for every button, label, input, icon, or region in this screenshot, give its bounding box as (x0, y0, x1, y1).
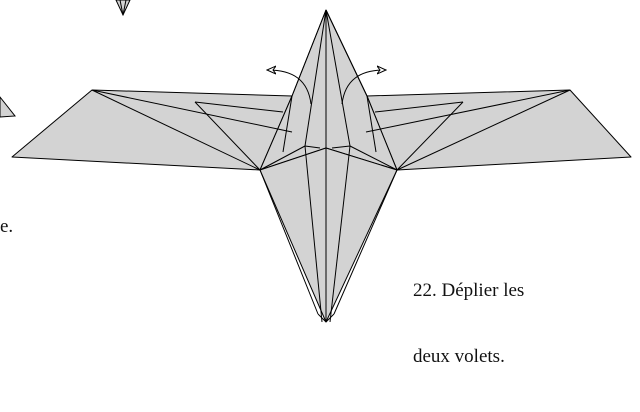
origami-diagram (0, 0, 640, 325)
step-caption: 22. Déplier les deux volets. (413, 236, 524, 412)
diagram-stage: e. 22. Déplier les deux volets. (0, 0, 640, 325)
head-point (260, 10, 397, 170)
right-wing (367, 90, 631, 170)
step-caption-line-2: deux volets. (413, 346, 524, 368)
step-caption-line-1: 22. Déplier les (413, 280, 524, 302)
origami-bird (12, 10, 631, 322)
previous-step-fragment-left (0, 97, 15, 117)
left-wing (12, 90, 292, 170)
edge-caption-fragment: e. (0, 216, 13, 238)
previous-step-fragment-top (116, 0, 130, 15)
tail-point (260, 148, 397, 322)
